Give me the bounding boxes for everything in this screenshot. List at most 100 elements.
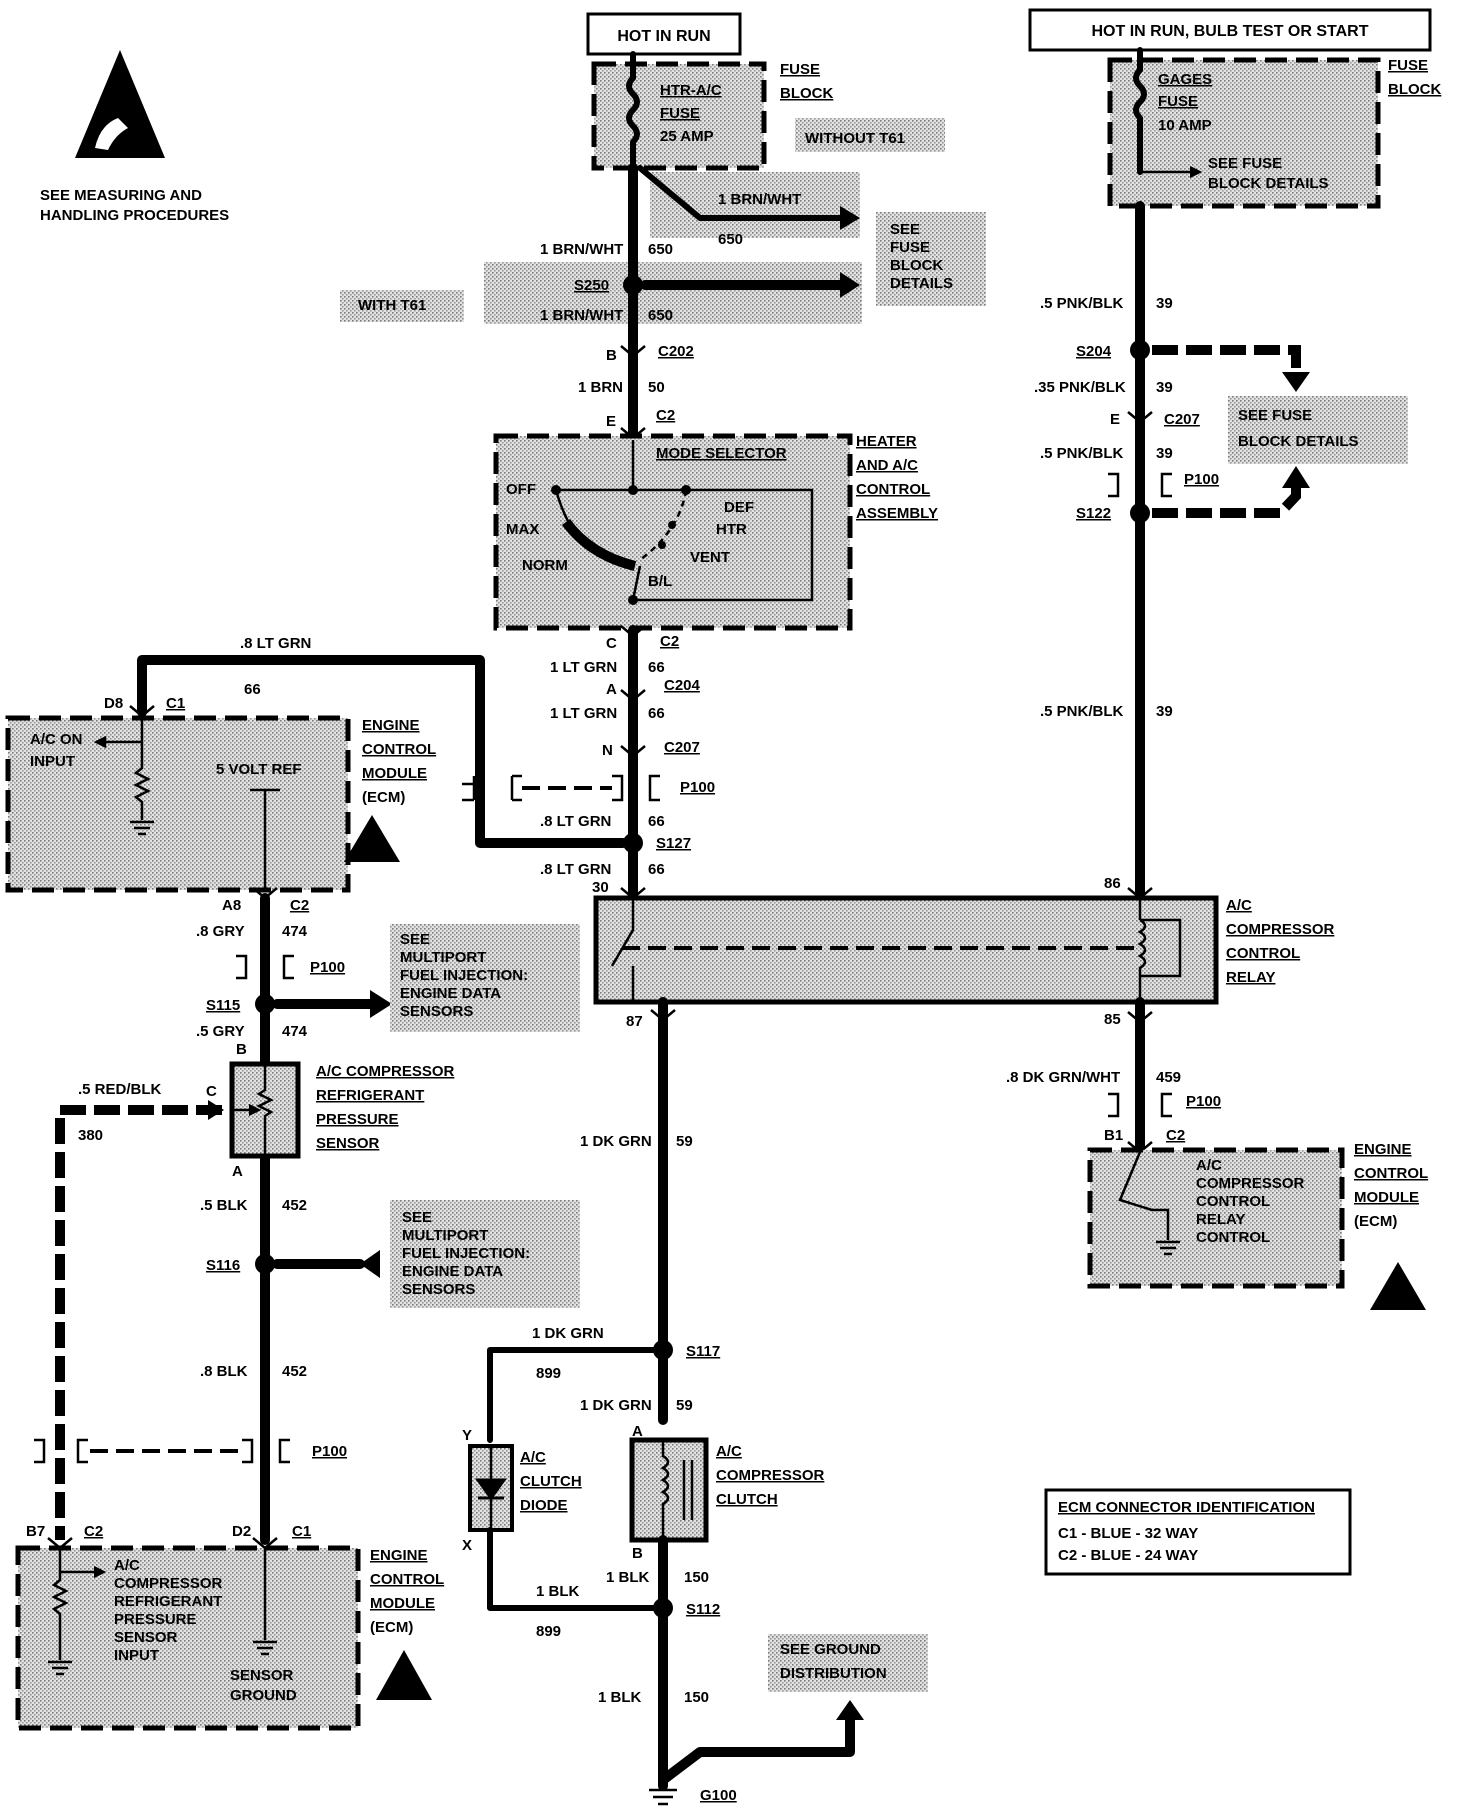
htr-ac-fuse-icon: [626, 75, 640, 168]
c207-label: C207: [664, 739, 700, 756]
gages-fuse-line2: FUSE: [1158, 93, 1198, 110]
ecm-bottom-title4: (ECM): [370, 1619, 413, 1636]
relay-85-connector-icon: [1127, 1011, 1153, 1024]
see-mpfi2-4: ENGINE DATA: [402, 1263, 503, 1280]
right-p100: P100: [1184, 471, 1219, 488]
clutch-circuit2: 899: [536, 1365, 561, 1382]
c2-pin-c: C: [606, 635, 617, 652]
center-contact: [628, 485, 638, 495]
center-wire1: 1 LT GRN: [550, 659, 617, 676]
sensor-wire1: .8 GRY: [196, 923, 245, 940]
clutch-circuit5: 899: [536, 1623, 561, 1640]
clutch-circuit4: 150: [684, 1569, 709, 1586]
mode-htr: HTR: [716, 521, 747, 538]
sensor-wire3: .5 BLK: [200, 1197, 248, 1214]
clutch-wire6: 1 BLK: [598, 1689, 642, 1706]
splice-s112: [653, 1598, 673, 1618]
ecm-connector-id-box: [1044, 1488, 1352, 1576]
vent-contact: [658, 541, 666, 549]
esd-warning-icon: [75, 50, 165, 158]
ecm-bottom-esd-icon: [376, 1650, 432, 1700]
ac-compressor-control-relay: [593, 895, 1219, 1005]
ac-on-line2: INPUT: [30, 753, 75, 770]
s115-arrow-icon: [370, 990, 392, 1018]
feed-wire2: 1 BRN/WHT: [540, 307, 623, 324]
relay-title2: COMPRESSOR: [1226, 921, 1335, 938]
sensor-label1: A/C COMPRESSOR: [316, 1063, 455, 1080]
see-mpfi2-2: MULTIPORT: [402, 1227, 488, 1244]
ecm-right-switch-icon: [1118, 1151, 1170, 1240]
clutch-wire3: 1 DK GRN: [580, 1397, 652, 1414]
right-conn-c2: C2: [1166, 1127, 1185, 1144]
bl-contact: [628, 595, 638, 605]
ecm-bottom-ground1-icon: [48, 1660, 72, 1676]
hot-in-run-header: [586, 12, 742, 56]
sensor-circuit4: 452: [282, 1363, 307, 1380]
ac-on-resistor-icon: [133, 742, 151, 820]
c2-pin-e: E: [606, 413, 616, 430]
clutch-wire4: 1 BLK: [606, 1569, 650, 1586]
ecm-bottom-title1: ENGINE: [370, 1547, 428, 1564]
fuse-block-right: [1107, 57, 1381, 209]
branch-wire-label: 1 BRN/WHT: [718, 191, 801, 208]
clutch-label1: A/C: [716, 1443, 742, 1460]
relay-title4: RELAY: [1226, 969, 1275, 986]
ecm-top-title2: CONTROL: [362, 741, 436, 758]
relay-pin30: 30: [592, 879, 609, 896]
right-see-fuse2: BLOCK DETAILS: [1238, 433, 1359, 450]
ecm-bottom-title3: MODULE: [370, 1595, 435, 1612]
htr-ac-fuse-line2: FUSE: [660, 105, 700, 122]
see-fuse-3: BLOCK: [890, 257, 943, 274]
ecm-right-esd-icon: [1370, 1262, 1426, 1310]
p100-bl-bracket2: [242, 1438, 290, 1464]
splice-s116: [255, 1254, 275, 1274]
sensor-ground-icon: [253, 1640, 277, 1656]
s204-arrow-icon: [1282, 372, 1310, 392]
ecm-top-conn-c1: C1: [166, 695, 185, 712]
see-mpfi1-2: MULTIPORT: [400, 949, 486, 966]
p100-center-label: P100: [680, 779, 715, 796]
htr-ac-fuse-line1: HTR-A/C: [660, 82, 722, 99]
right-wire3: .5 PNK/BLK: [1040, 445, 1124, 462]
right-see-fuse1: SEE FUSE: [1238, 407, 1312, 424]
relay-pin87: 87: [626, 1013, 643, 1030]
p100-center-bracket: [612, 774, 624, 802]
ecm-bottom-pin-b7: B7: [26, 1523, 45, 1540]
norm-arc: [561, 518, 637, 571]
see-mpfi-bg2: [390, 1200, 580, 1308]
relay-coil-icon: [1137, 898, 1182, 1002]
diode-pin-x: X: [462, 1537, 472, 1554]
fuse-block-right-label1: FUSE: [1388, 57, 1428, 74]
clutch-coil-icon: [660, 1440, 670, 1540]
fuse-block-left-label2: BLOCK: [780, 85, 833, 102]
diode-label1: A/C: [520, 1449, 546, 1466]
p100-left-bracket: [462, 776, 476, 802]
diode-label2: CLUTCH: [520, 1473, 582, 1490]
right-wire1: .5 PNK/BLK: [1040, 295, 1124, 312]
mode-norm: NORM: [522, 557, 568, 574]
c2-bottom-label: C2: [660, 633, 679, 650]
c207-pin: N: [602, 742, 613, 759]
ecm-top: [5, 715, 351, 893]
diode-label3: DIODE: [520, 1497, 568, 1514]
p100-sensor-bracket: [236, 954, 294, 980]
right-wire5: .8 DK GRN/WHT: [1006, 1069, 1120, 1086]
ecm-bottom-conn-c1: C1: [292, 1523, 311, 1540]
c202-pin: B: [606, 347, 617, 364]
right-circuit2: 39: [1156, 379, 1173, 396]
red-blk-380-wire: [55, 1105, 222, 1540]
clutch-wire5: 1 BLK: [536, 1583, 580, 1600]
see-mpfi2-3: FUEL INJECTION:: [402, 1245, 530, 1262]
mode-vent: VENT: [690, 549, 730, 566]
clutch-label3: CLUTCH: [716, 1491, 778, 1508]
c204-connector-icon: [620, 689, 646, 702]
g100-ground-icon: [649, 1788, 677, 1806]
diode-pin-y: Y: [462, 1427, 472, 1444]
sensor-p100: P100: [310, 959, 345, 976]
p100-bl-bracket1: [34, 1438, 88, 1464]
center-circuit3: 66: [648, 813, 665, 830]
right-c207-label: C207: [1164, 411, 1200, 428]
relay-87-connector-icon: [650, 1009, 676, 1022]
without-t61-label: WITHOUT T61: [805, 130, 905, 147]
